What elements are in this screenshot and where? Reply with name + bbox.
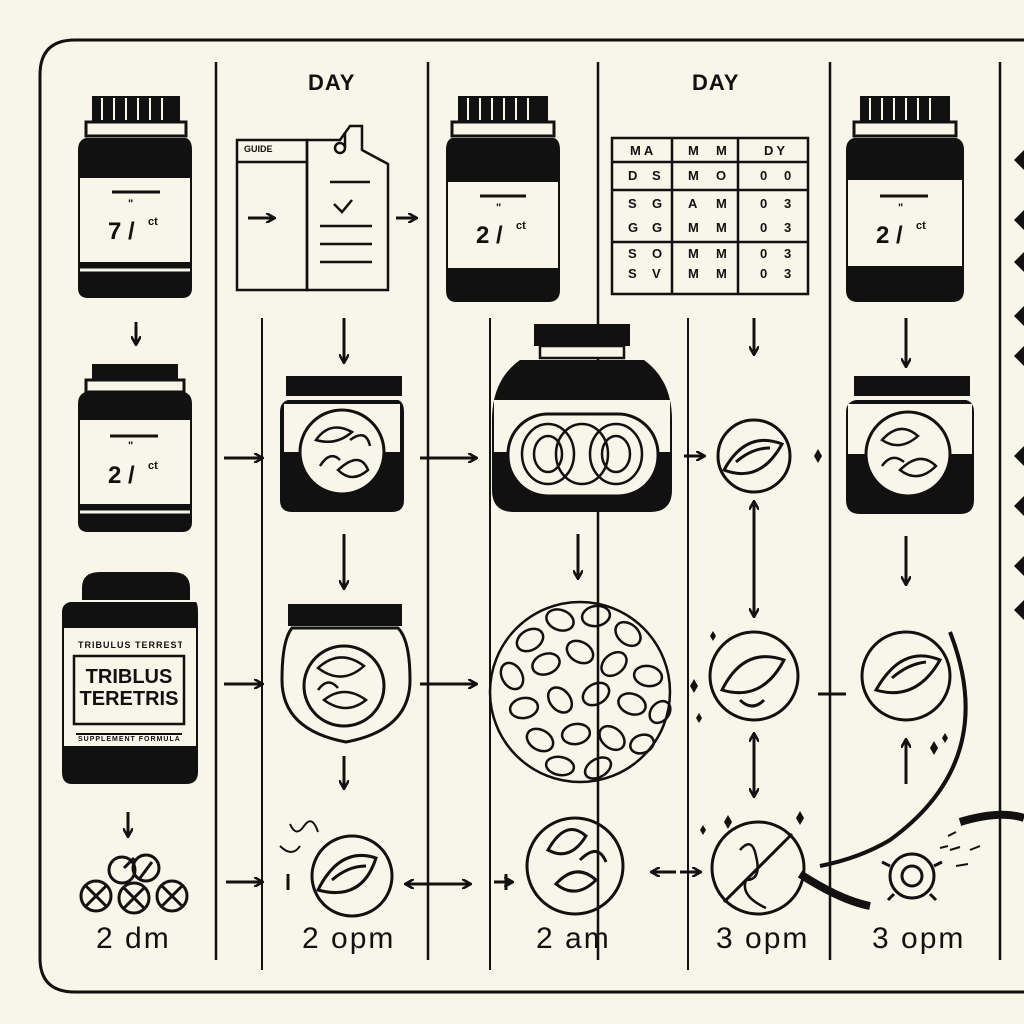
herb-capsule-circle [279, 820, 394, 918]
schedule-cell: 0 [760, 246, 771, 261]
jar-1-dose: 7 / [108, 218, 135, 245]
schedule-cell: G [652, 196, 666, 211]
schedule-cell: M [688, 266, 702, 281]
jar-2-dose: 2 / [108, 462, 135, 489]
lane-lines [261, 318, 689, 970]
sparkle-icons [690, 449, 948, 835]
jar-4-dose: 2 / [876, 222, 903, 249]
schedule-cell: M [688, 246, 702, 261]
schedule-cell: O [716, 168, 730, 183]
schedule-header-2: M [688, 143, 702, 158]
arrow-stems [818, 350, 908, 696]
leaf-circle-2 [708, 630, 800, 722]
herb-leaf-circle [525, 816, 625, 916]
schedule-cell: V [652, 266, 664, 281]
schedule-cell: S [652, 168, 664, 183]
schedule-cell: M [716, 220, 730, 235]
schedule-cell: A [688, 196, 701, 211]
time-label-2: 2 opm [302, 922, 396, 955]
supplement-jar-1 [78, 96, 192, 298]
supplement-jar-2 [78, 364, 192, 532]
flow-arrows [128, 218, 906, 884]
schedule-header-4: DY [764, 143, 789, 158]
jar-3-unit: ct [516, 220, 526, 232]
edge-chevrons [1014, 150, 1024, 620]
schedule-cell: 3 [784, 220, 795, 235]
day-header-2: DAY [692, 70, 740, 95]
leaf-circle-1 [716, 418, 792, 494]
time-label-1: 2 dm [96, 922, 171, 955]
jar-4-unit: ct [916, 220, 926, 232]
tribulus-seeds-circle [488, 600, 672, 784]
brand-line-2: TERETRIS [79, 688, 179, 710]
schedule-cell: S [628, 196, 640, 211]
schedule-cell: M [688, 168, 702, 183]
schedule-table [610, 136, 810, 296]
time-label-3: 2 am [536, 922, 611, 955]
schedule-cell: 0 [760, 168, 771, 183]
schedule-cell: O [652, 246, 666, 261]
tribulus-terrestris-jar [62, 572, 198, 784]
schedule-cell: 0 [760, 266, 771, 281]
schedule-cell: 0 [760, 220, 771, 235]
schedule-cell: D [628, 168, 641, 183]
schedule-cell: S [628, 246, 640, 261]
schedule-cell: S [628, 266, 640, 281]
jar-1-unit: ct [148, 216, 158, 228]
schedule-cell: G [628, 220, 642, 235]
pill-tablets [79, 853, 189, 915]
large-capsule-jar [492, 324, 672, 512]
schedule-cell: 3 [784, 266, 795, 281]
document-title: GUIDE [244, 144, 273, 154]
brand-small-top: TRIBULUS TERRESTRIS [78, 640, 182, 650]
brand-small-bottom: SUPPLEMENT FORMULA [78, 736, 181, 743]
schedule-cell: 3 [784, 196, 795, 211]
open-jar-3 [846, 376, 974, 514]
leaf-circle-3 [860, 630, 952, 722]
outer-frame [38, 38, 1024, 994]
schedule-header-3: M [716, 143, 730, 158]
column-dividers [214, 62, 1002, 960]
schedule-cell: M [688, 220, 702, 235]
schedule-cell: M [716, 246, 730, 261]
jar-2-unit: ct [148, 460, 158, 472]
time-label-5: 3 opm [872, 922, 966, 955]
supplement-jar-4 [846, 96, 964, 302]
arrow-ticks [286, 874, 508, 890]
schedule-header-1: MA [630, 143, 657, 158]
time-label-4: 3 opm [716, 922, 810, 955]
supplement-jar-3 [446, 96, 560, 302]
day-header-1: DAY [308, 70, 356, 95]
jar-1-mark: " [128, 198, 134, 210]
open-jar-1 [280, 376, 404, 512]
jar-2-mark: " [128, 440, 134, 452]
jar-3-dose: 2 / [476, 222, 503, 249]
open-jar-2 [280, 604, 412, 744]
schedule-cell: M [716, 266, 730, 281]
jar-4-mark: " [898, 202, 904, 214]
schedule-cell: 3 [784, 246, 795, 261]
no-symbol-circle [710, 820, 806, 916]
brand-line-1: TRIBLUS [85, 666, 173, 688]
guide-document [235, 124, 390, 292]
schedule-cell: 0 [760, 196, 771, 211]
ring-icon [881, 852, 943, 902]
schedule-cell: 0 [784, 168, 795, 183]
schedule-cell: G [652, 220, 666, 235]
schedule-cell: M [716, 196, 730, 211]
flow-curve [797, 631, 1024, 910]
jar-3-mark: " [496, 202, 502, 214]
